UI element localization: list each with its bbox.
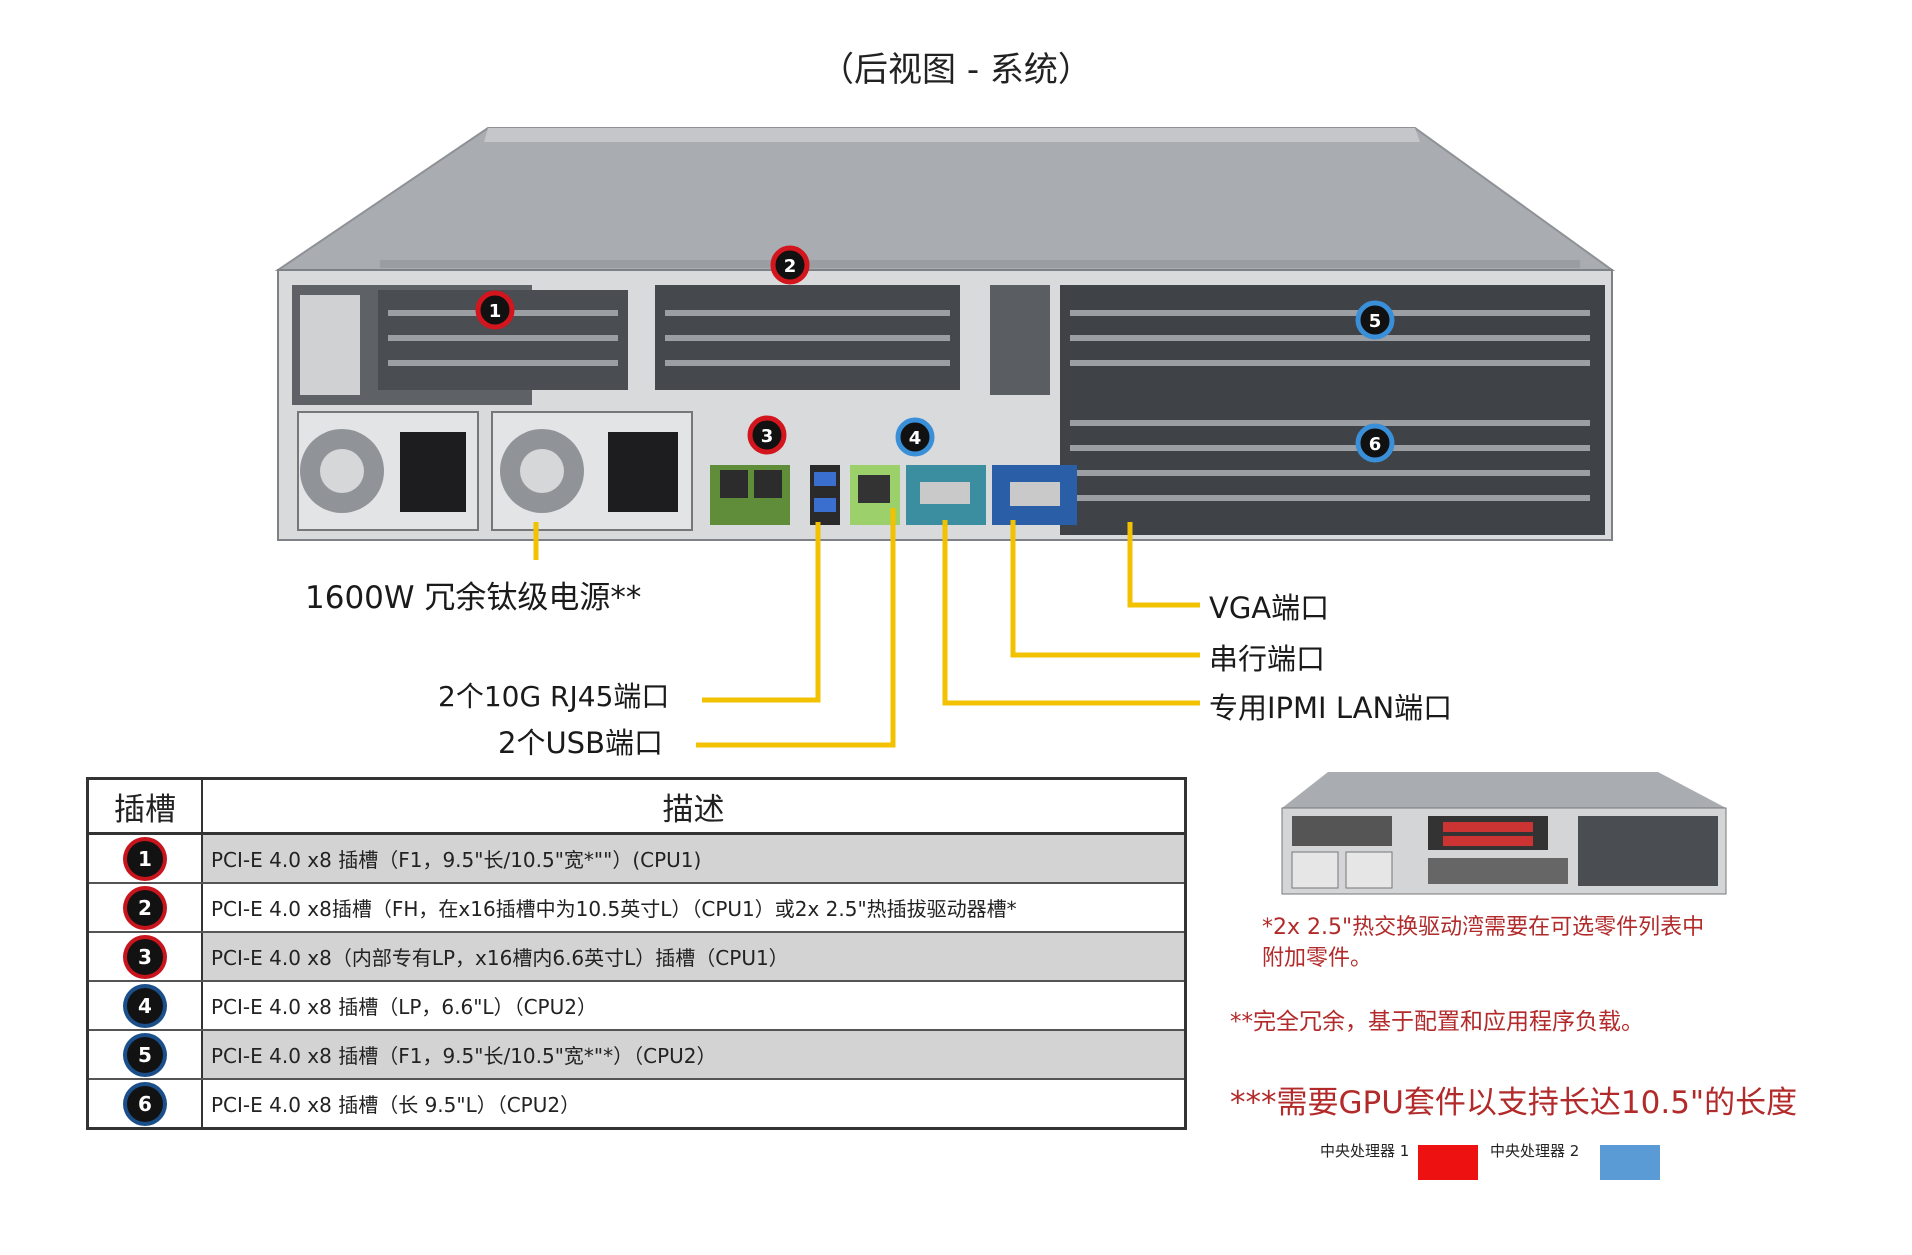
slot-badge: 2 [127, 889, 163, 926]
table-row: 4 PCI-E 4.0 x8 插槽（LP，6.6"L）（CPU2） [87, 981, 1186, 1031]
slot-description-cell: PCI-E 4.0 x8 插槽（F1，9.5"长/10.5"宽*""）(CPU1… [202, 833, 1186, 884]
svg-text:5: 5 [1369, 311, 1382, 332]
note-hotswap: *2x 2.5"热交换驱动湾需要在可选零件列表中附加零件。 [1262, 915, 1705, 971]
slot-marker-2: 2 [770, 245, 810, 285]
page-title: （后视图 - 系统） [820, 50, 1092, 90]
server-thumbnail [1281, 772, 1727, 895]
server-rear-view: 1 2 3 4 5 6 [274, 127, 1616, 541]
slot-description-cell: PCI-E 4.0 x8插槽（FH，在x16插槽中为10.5英寸L）（CPU1）… [202, 883, 1186, 933]
psu-label: 1600W 冗余钛级电源** [305, 580, 642, 616]
slot-marker-3: 3 [747, 415, 787, 455]
psu-2 [491, 411, 693, 531]
marker-label: 1 [489, 301, 502, 322]
legend-cpu1-label: 中央处理器 1 [1320, 1142, 1410, 1160]
svg-text:3: 3 [761, 426, 774, 447]
slot-number-cell: 6 [87, 1079, 203, 1130]
table-row: 5 PCI-E 4.0 x8 插槽（F1，9.5"长/10.5"宽*"*）（CPU… [87, 1030, 1186, 1080]
slot-description-cell: PCI-E 4.0 x8 插槽（F1，9.5"长/10.5"宽*"*）（CPU2… [202, 1030, 1186, 1080]
note-gpu-kit: ***需要GPU套件以支持长达10.5"的长度 [1230, 1085, 1798, 1121]
psu-1 [297, 411, 479, 531]
note-redundancy: **完全冗余，基于配置和应用程序负载。 [1230, 1009, 1644, 1035]
table-row: 1 PCI-E 4.0 x8 插槽（F1，9.5"长/10.5"宽*""）(CPU… [87, 833, 1186, 884]
slot-number-cell: 3 [87, 932, 203, 982]
slot-number-cell: 1 [87, 833, 203, 884]
svg-text:4: 4 [909, 428, 922, 449]
legend-cpu1-swatch [1418, 1145, 1478, 1180]
slot-badge: 6 [127, 1085, 163, 1122]
slot-marker-6: 6 [1355, 423, 1395, 463]
rj45-label: 2个10G RJ45端口 [438, 680, 670, 713]
vga-label: VGA端口 [1209, 591, 1330, 625]
slot-number-cell: 2 [87, 883, 203, 933]
slot-badge: 5 [127, 1036, 163, 1073]
slot-marker-4: 4 [895, 417, 935, 457]
slot-description-cell: PCI-E 4.0 x8 插槽（长 9.5"L）（CPU2） [202, 1079, 1186, 1130]
usb-label: 2个USB端口 [498, 726, 663, 760]
legend-cpu2-swatch [1600, 1145, 1660, 1180]
table-row: 6 PCI-E 4.0 x8 插槽（长 9.5"L）（CPU2） [87, 1079, 1186, 1130]
slot-marker-1: 1 [475, 290, 515, 330]
slot-number-cell: 4 [87, 981, 203, 1031]
slot-description-cell: PCI-E 4.0 x8 插槽（LP，6.6"L）（CPU2） [202, 981, 1186, 1031]
slot-badge: 3 [127, 938, 163, 975]
svg-text:2: 2 [784, 256, 797, 277]
ipmi-label: 专用IPMI LAN端口 [1209, 691, 1453, 725]
header-desc: 描述 [202, 778, 1186, 835]
slot-description-cell: PCI-E 4.0 x8（内部专有LP，x16槽内6.6英寸L）插槽（CPU1） [202, 932, 1186, 982]
legend-cpu2-label: 中央处理器 2 [1490, 1142, 1580, 1160]
header-slot: 插槽 [87, 778, 203, 835]
table-row: 3 PCI-E 4.0 x8（内部专有LP，x16槽内6.6英寸L）插槽（CPU1… [87, 932, 1186, 982]
serial-label: 串行端口 [1209, 642, 1326, 676]
slot-badge: 4 [127, 987, 163, 1024]
slot-number-cell: 5 [87, 1030, 203, 1080]
slot-marker-5: 5 [1355, 300, 1395, 340]
svg-text:6: 6 [1369, 434, 1382, 455]
table-row: 2 PCI-E 4.0 x8插槽（FH，在x16插槽中为10.5英寸L）（CPU1… [87, 883, 1186, 933]
slot-badge: 1 [127, 840, 163, 877]
